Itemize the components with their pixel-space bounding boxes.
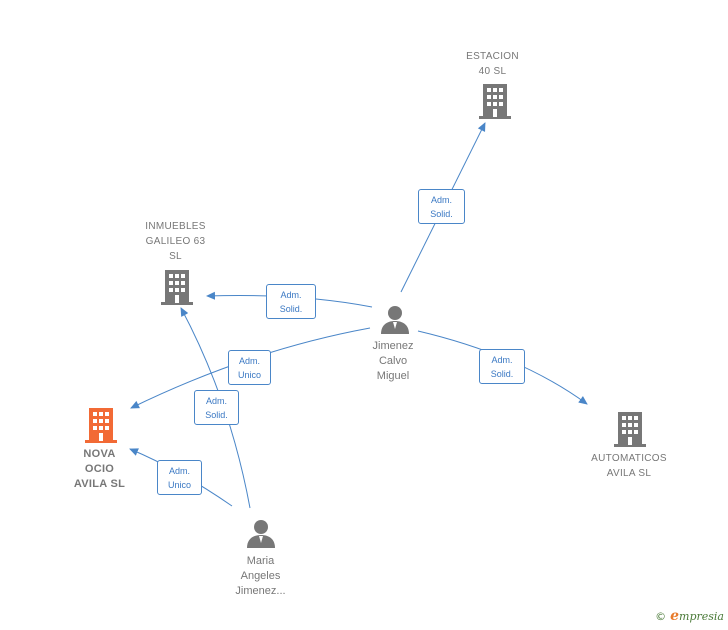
person-icon-maria[interactable] (246, 519, 276, 549)
node-label-inmuebles[interactable]: INMUEBLES GALILEO 63 SL (145, 221, 206, 262)
building-icon-nova[interactable] (84, 408, 118, 444)
edge-label-maria-nova: Adm. Unico (157, 460, 202, 495)
node-label-jimenez[interactable]: Jimenez Calvo Miguel (372, 340, 414, 382)
node-label-automaticos[interactable]: AUTOMATICOS AVILA SL (591, 453, 667, 479)
person-icon-jimenez[interactable] (380, 305, 410, 335)
edge-label-jimenez-nova: Adm. Unico (228, 350, 271, 385)
brand-initial: e (670, 608, 680, 624)
edge-label-jimenez-inmuebles: Adm. Solid. (266, 284, 316, 319)
edge-label-jimenez-automaticos: Adm. Solid. (479, 349, 525, 384)
building-icon-inmuebles[interactable] (160, 270, 194, 306)
copyright-icon: © (655, 610, 667, 623)
node-label-maria[interactable]: Maria Angeles Jimenez... (235, 555, 286, 597)
empresia-logo: ©empresia (655, 608, 724, 624)
building-icon-estacion[interactable] (478, 84, 512, 120)
edge-label-maria-inmuebles: Adm. Solid. (194, 390, 239, 425)
building-icon-automaticos[interactable] (613, 412, 647, 448)
node-label-nova[interactable]: NOVA OCIO AVILA SL (73, 448, 126, 490)
node-label-estacion[interactable]: ESTACION 40 SL (466, 51, 519, 77)
edge-label-jimenez-estacion: Adm. Solid. (418, 189, 465, 224)
brand-name: mpresia (679, 610, 724, 623)
